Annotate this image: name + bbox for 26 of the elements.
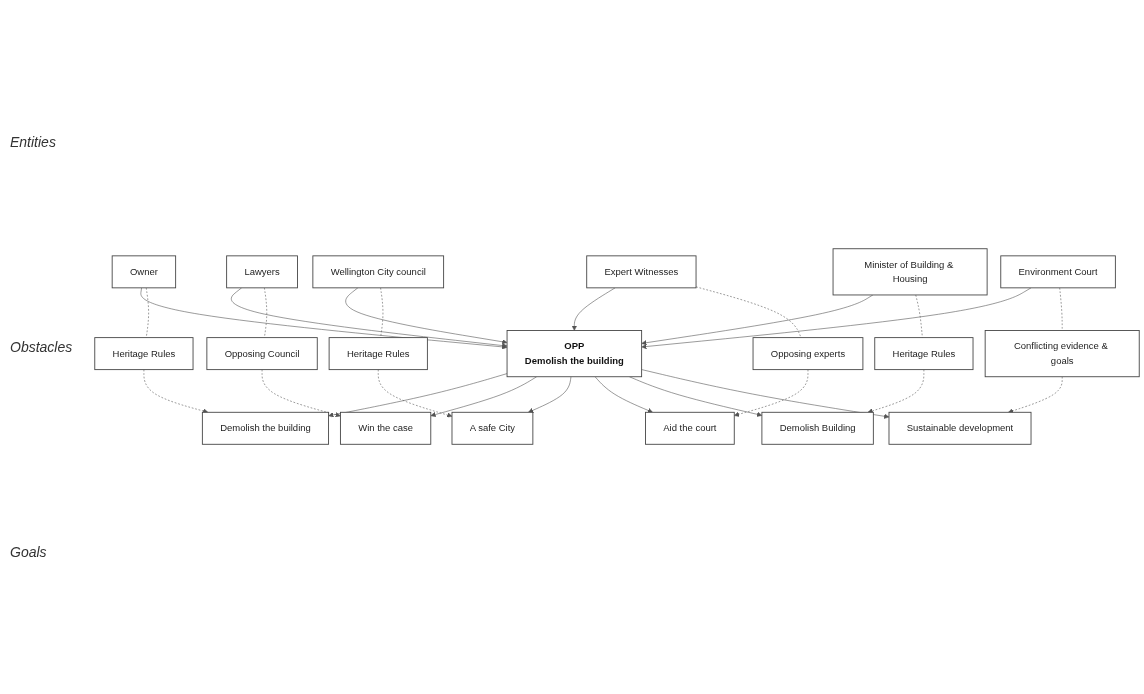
node-box: Environment Court (1000, 255, 1116, 289)
node-box: Heritage Rules (328, 337, 428, 371)
node-box: Aid the court (645, 412, 735, 446)
node-box: Sustainable development (888, 412, 1032, 446)
connector (145, 288, 149, 339)
row-label: Obstacles (10, 339, 74, 355)
node-box: A safe City (451, 412, 534, 446)
connector (915, 295, 923, 339)
node-box: Conflicting evidence & goals (984, 330, 1140, 378)
node-box: Lawyers (226, 255, 298, 289)
node-box: Minister of Building & Housing (832, 248, 988, 296)
node-box: Win the case (339, 412, 432, 446)
node-box: Wellington City council (312, 255, 445, 289)
node-box: Expert Witnesses (586, 255, 697, 289)
row-label: Entities (10, 134, 57, 151)
node-box: Demolish the building (201, 412, 329, 446)
connector (380, 288, 384, 339)
node-box: Heritage Rules (94, 337, 194, 371)
node-box: Demolish Building (761, 412, 874, 446)
node-box: OPP Demolish the building (506, 330, 643, 378)
node-box: Owner (111, 255, 177, 289)
row-label: Goals (10, 543, 48, 560)
node-box: Heritage Rules (874, 337, 974, 371)
node-box: Opposing experts (752, 337, 864, 371)
node-box: Opposing Council (206, 337, 318, 371)
connector (264, 288, 268, 339)
